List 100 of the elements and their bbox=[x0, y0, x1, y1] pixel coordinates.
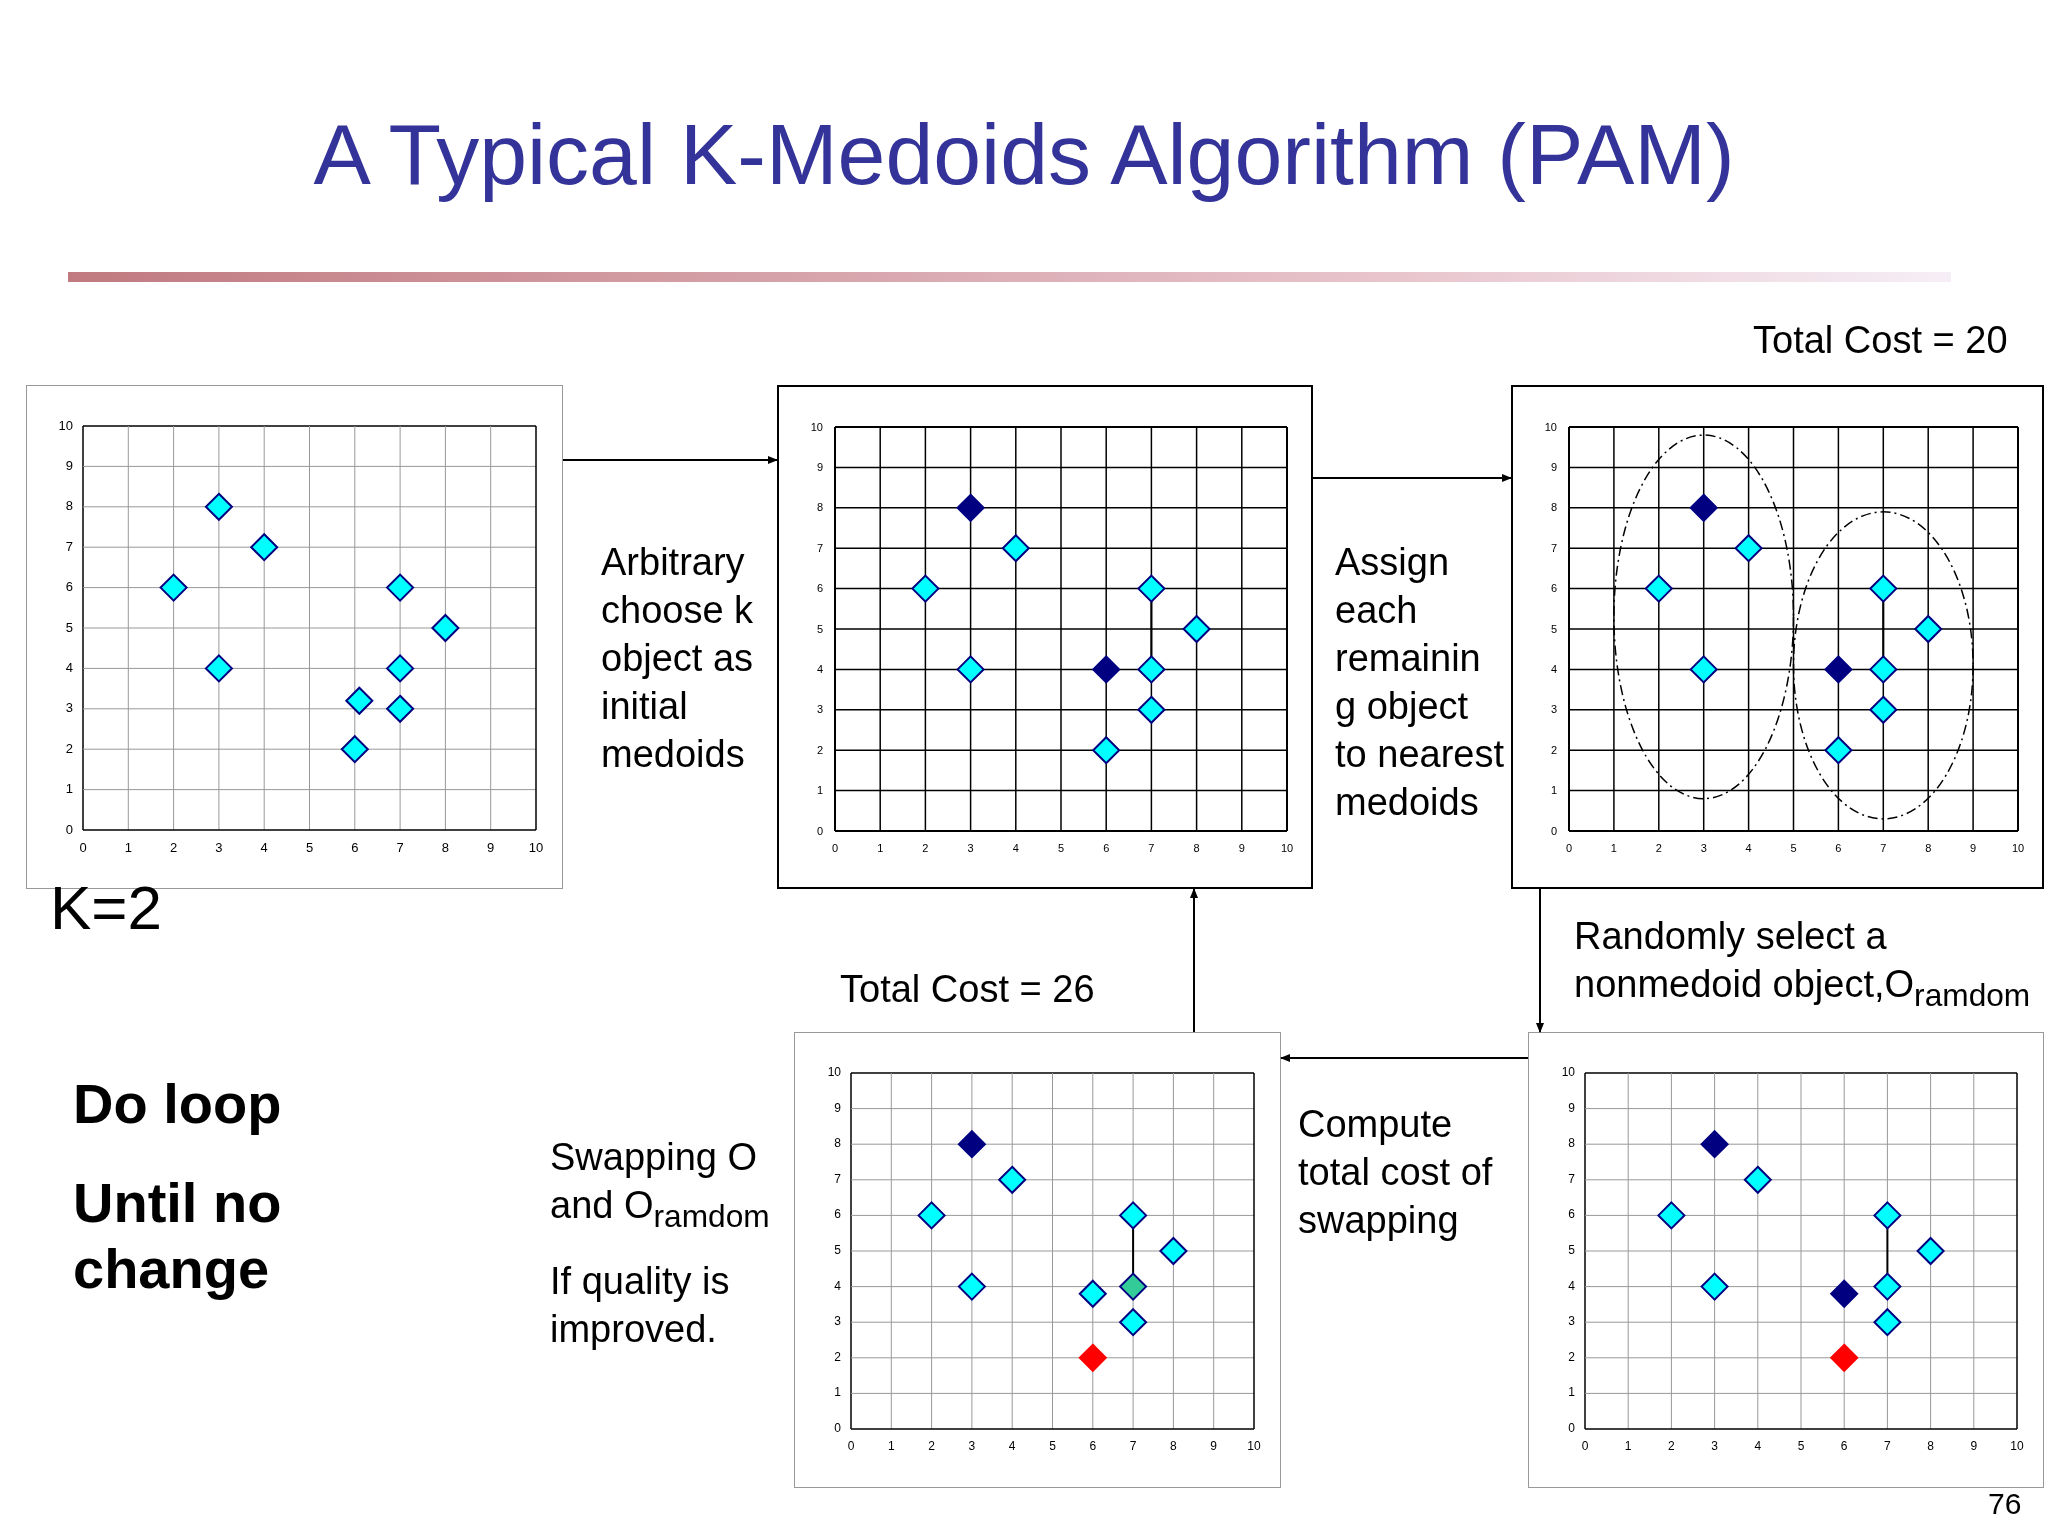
tick-label: 3 bbox=[214, 842, 224, 853]
tick-label: 9 bbox=[486, 842, 496, 853]
tick-label: 10 bbox=[1561, 1067, 1575, 1078]
cost-label: Total Cost = 20 bbox=[1753, 318, 2008, 363]
tick-label: 9 bbox=[1568, 1102, 1575, 1114]
tick-label: 9 bbox=[1550, 461, 1557, 473]
tick-label: 9 bbox=[834, 1102, 841, 1114]
tick-label: 4 bbox=[1011, 843, 1020, 854]
tick-label: 2 bbox=[1568, 1351, 1575, 1363]
tick-label: 5 bbox=[304, 842, 315, 853]
tick-label: 10 bbox=[827, 1067, 841, 1078]
tick-label: 1 bbox=[876, 843, 885, 854]
tick-label: 5 bbox=[1789, 843, 1798, 854]
tick-label: 5 bbox=[834, 1245, 841, 1256]
tick-label: 0 bbox=[846, 1441, 856, 1452]
tick-label: 7 bbox=[1879, 843, 1888, 854]
tick-label: 7 bbox=[816, 542, 823, 554]
tick-label: 10 bbox=[810, 421, 823, 433]
tick-label: 4 bbox=[1007, 1441, 1017, 1452]
tick-label: 2 bbox=[1550, 744, 1557, 756]
tick-label: 5 bbox=[1048, 1441, 1057, 1452]
tick-label: 1 bbox=[816, 785, 823, 797]
tick-label: 5 bbox=[1568, 1245, 1575, 1256]
tick-label: 8 bbox=[1924, 843, 1933, 854]
tick-label: 7 bbox=[1883, 1441, 1892, 1452]
tick-label: 1 bbox=[1609, 843, 1618, 854]
tick-label: 1 bbox=[65, 783, 73, 795]
tick-label: 2 bbox=[834, 1351, 841, 1363]
tick-label: 6 bbox=[65, 581, 73, 593]
tick-label: 8 bbox=[1550, 502, 1557, 514]
tick-label: 10 bbox=[2009, 1441, 2025, 1452]
tick-label: 1 bbox=[1623, 1441, 1633, 1452]
tick-label: 8 bbox=[1192, 843, 1201, 854]
edge-label: Assign each remainin g object to nearest medoids bbox=[1335, 540, 1505, 825]
tick-label: 2 bbox=[65, 742, 73, 754]
edge-label: Randomly select a nonmedoid object,O$_{ramdom}$ bbox=[1574, 914, 2032, 1015]
tick-label: 1 bbox=[834, 1387, 841, 1399]
tick-label: 4 bbox=[259, 842, 269, 853]
tick-label: 10 bbox=[1246, 1441, 1262, 1452]
step-note: Swapping O and O$_{ramdom}$ bbox=[550, 1135, 771, 1236]
page-number: 76 bbox=[1988, 1486, 2022, 1522]
tick-label: 8 bbox=[1568, 1138, 1575, 1150]
tick-label: 5 bbox=[1056, 843, 1066, 854]
tick-label: 8 bbox=[440, 842, 450, 853]
tick-label: 0 bbox=[78, 842, 88, 853]
tick-label: 6 bbox=[1568, 1209, 1575, 1221]
tick-label: 6 bbox=[1550, 583, 1557, 595]
tick-label: 3 bbox=[1568, 1316, 1575, 1328]
tick-label: 6 bbox=[350, 842, 360, 853]
tick-label: 6 bbox=[1839, 1441, 1849, 1452]
tick-label: 8 bbox=[1169, 1441, 1178, 1452]
tick-label: 2 bbox=[1667, 1441, 1676, 1452]
tick-label: 1 bbox=[1568, 1387, 1575, 1399]
tick-label: 4 bbox=[834, 1280, 841, 1292]
tick-label: 7 bbox=[65, 540, 73, 552]
tick-label: 6 bbox=[1088, 1441, 1098, 1452]
tick-label: 3 bbox=[65, 702, 73, 714]
tick-label: 0 bbox=[1564, 843, 1574, 854]
tick-label: 0 bbox=[1550, 825, 1557, 837]
tick-label: 10 bbox=[58, 419, 73, 431]
tick-label: 5 bbox=[1550, 623, 1557, 635]
tick-label: 2 bbox=[816, 744, 823, 756]
tick-label: 9 bbox=[1237, 843, 1246, 854]
tick-label: 4 bbox=[1550, 663, 1557, 675]
edge-label: Compute total cost of swapping bbox=[1298, 1102, 1494, 1243]
loop-label: Until no change bbox=[73, 1170, 283, 1302]
tick-label: 0 bbox=[834, 1423, 841, 1434]
tick-label: 8 bbox=[816, 502, 823, 514]
scatter-plot-panel bbox=[1528, 1032, 2044, 1488]
tick-label: 10 bbox=[2010, 843, 2026, 854]
tick-label: 1 bbox=[886, 1441, 896, 1452]
tick-label: 4 bbox=[816, 663, 823, 675]
tick-label: 3 bbox=[1550, 704, 1557, 716]
tick-label: 4 bbox=[1753, 1441, 1763, 1452]
arrow bbox=[1280, 1054, 1529, 1062]
arrow bbox=[1312, 474, 1512, 482]
edge-label: Arbitrary choose k object as initial medoids bbox=[601, 540, 755, 777]
tick-label: 3 bbox=[966, 843, 975, 854]
tick-label: 6 bbox=[834, 1209, 841, 1221]
tick-label: 7 bbox=[1550, 542, 1557, 554]
tick-label: 7 bbox=[834, 1173, 841, 1185]
tick-label: 9 bbox=[65, 459, 73, 471]
tick-label: 4 bbox=[1568, 1280, 1575, 1292]
tick-label: 8 bbox=[834, 1138, 841, 1150]
tick-label: 0 bbox=[1580, 1441, 1590, 1452]
tick-label: 3 bbox=[1710, 1441, 1719, 1452]
tick-label: 6 bbox=[1102, 843, 1111, 854]
tick-label: 8 bbox=[1926, 1441, 1935, 1452]
slide-title: A Typical K-Medoids Algorithm (PAM) bbox=[313, 106, 1735, 202]
scatter-plot-panel bbox=[794, 1032, 1281, 1488]
arrow bbox=[1536, 888, 1544, 1033]
tick-label: 7 bbox=[1568, 1173, 1575, 1185]
tick-label: 3 bbox=[834, 1316, 841, 1328]
tick-label: 3 bbox=[816, 704, 823, 716]
tick-label: 5 bbox=[816, 623, 823, 635]
tick-label: 5 bbox=[65, 621, 73, 633]
arrow bbox=[562, 456, 778, 464]
tick-label: 2 bbox=[1654, 843, 1663, 854]
tick-label: 10 bbox=[1279, 843, 1295, 854]
cost-label: Total Cost = 26 bbox=[840, 967, 1095, 1012]
